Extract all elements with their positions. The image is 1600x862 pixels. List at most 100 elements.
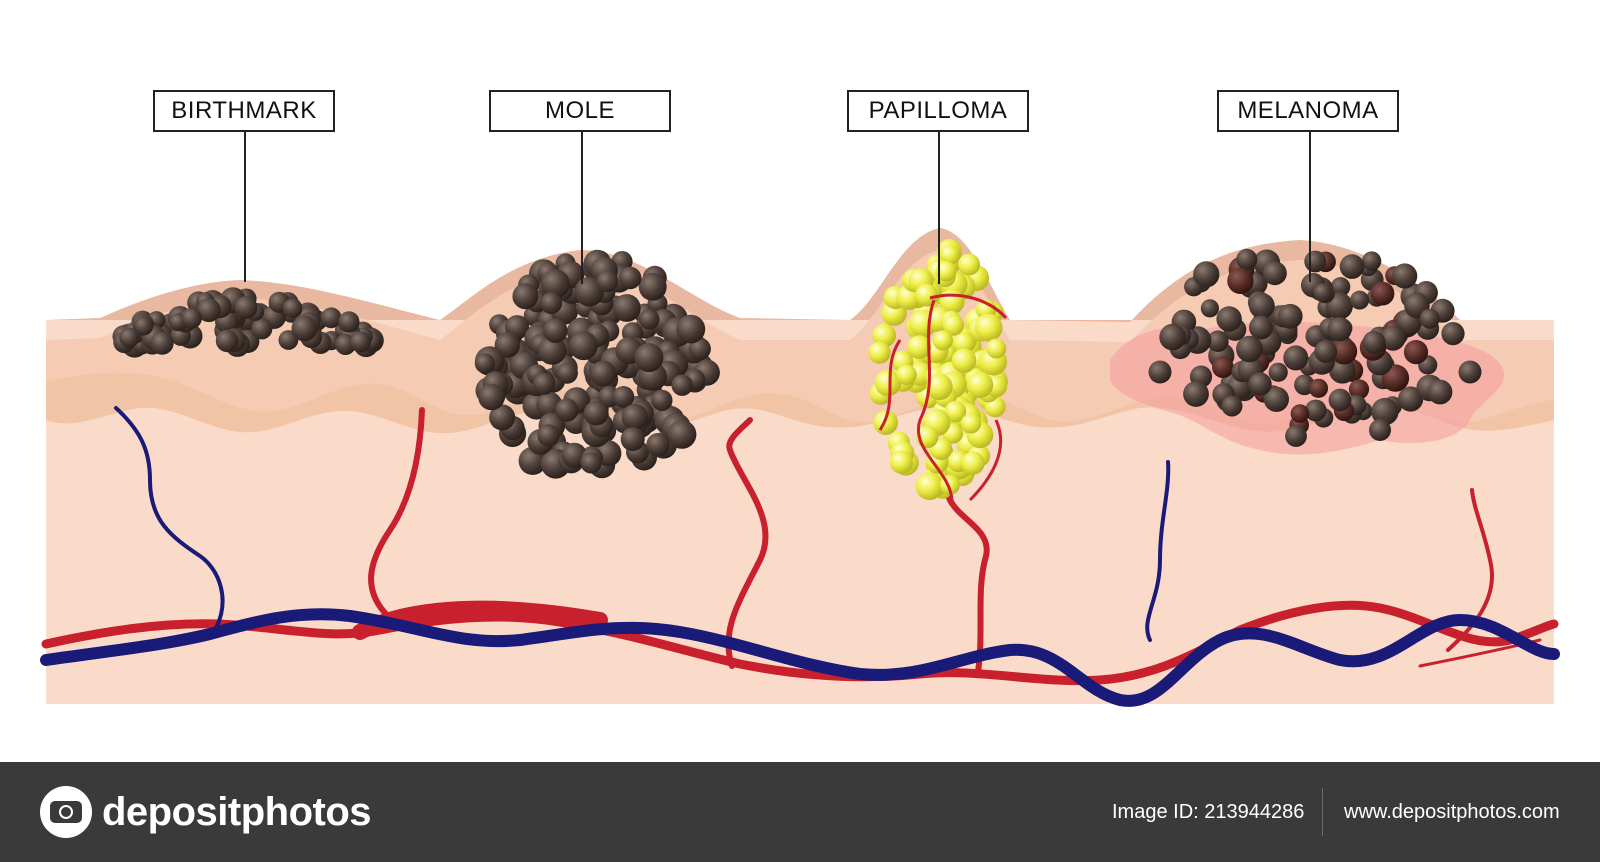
cell	[181, 308, 202, 329]
cell	[215, 329, 239, 353]
cell	[338, 311, 360, 333]
cell	[1249, 315, 1273, 340]
cell	[890, 450, 913, 474]
cell	[1290, 404, 1310, 423]
cell	[1148, 360, 1172, 384]
cell	[915, 472, 944, 501]
artery-branch-1	[368, 407, 425, 621]
footer-divider	[1322, 788, 1323, 836]
cell	[1285, 425, 1307, 447]
cell	[543, 318, 568, 343]
vein-main	[40, 608, 1560, 707]
cell	[291, 315, 318, 342]
cell	[533, 372, 556, 395]
cell	[1328, 388, 1352, 412]
cell	[489, 404, 516, 431]
cell	[638, 309, 660, 330]
cell	[1216, 306, 1242, 332]
site-url-link[interactable]: www.depositphotos.com	[1344, 801, 1560, 823]
cell	[478, 383, 505, 411]
birthmark-cells	[112, 287, 384, 358]
cell	[1327, 317, 1352, 342]
cell	[1350, 290, 1370, 310]
cell	[540, 292, 563, 314]
cell	[926, 373, 953, 401]
cell	[646, 433, 670, 457]
cell	[512, 283, 539, 310]
cell	[939, 244, 961, 265]
cell	[907, 335, 932, 360]
cell	[1398, 386, 1424, 412]
cell	[942, 314, 964, 336]
cell	[590, 360, 616, 387]
cell	[537, 424, 560, 447]
cell	[621, 403, 648, 431]
cell	[651, 389, 673, 411]
cell	[932, 330, 954, 351]
cell	[1330, 338, 1358, 365]
cell	[1339, 254, 1365, 279]
label-melanoma: MELANOMA	[1217, 90, 1399, 132]
melanoma-cells	[1148, 248, 1482, 447]
cell	[1262, 261, 1287, 286]
cell	[540, 269, 570, 299]
cell	[1263, 386, 1289, 412]
leader-lines	[244, 132, 1311, 284]
cell	[986, 338, 1007, 359]
blood-vessels	[40, 406, 1560, 707]
cell	[1380, 325, 1406, 351]
image-id-text: Image ID: 213944286	[1112, 801, 1305, 823]
cell	[1236, 335, 1263, 363]
cell	[555, 398, 579, 422]
cell	[688, 337, 711, 360]
cell	[1227, 267, 1254, 294]
cell	[1369, 419, 1391, 441]
cell	[1248, 372, 1272, 396]
cell	[1249, 293, 1275, 319]
cell	[583, 400, 609, 426]
cell	[1304, 250, 1327, 273]
cell	[872, 323, 897, 348]
skin-lesion-diagram	[40, 132, 1560, 707]
cell	[556, 362, 578, 384]
cell	[1314, 340, 1338, 363]
vein-branch-1	[114, 406, 225, 630]
artery-branch-4	[1446, 488, 1494, 652]
label-papilloma: PAPILLOMA	[847, 90, 1029, 132]
cell	[150, 331, 174, 355]
cell	[1308, 378, 1329, 398]
cell	[596, 270, 619, 293]
cell	[874, 369, 902, 397]
cell	[676, 314, 706, 344]
cell	[1458, 360, 1482, 384]
stock-footer-bar: depositphotos Image ID: 213944286 www.de…	[0, 762, 1600, 862]
cell	[580, 452, 602, 474]
cell	[612, 386, 635, 408]
cell	[966, 371, 994, 399]
cell	[1370, 281, 1395, 306]
cell	[134, 316, 154, 336]
cell	[538, 336, 567, 365]
cell	[667, 420, 697, 449]
cell	[1277, 303, 1303, 329]
cell	[197, 298, 221, 323]
cell	[1330, 277, 1351, 297]
artery-branch-2	[725, 417, 769, 669]
cell	[619, 266, 642, 290]
cell	[634, 343, 664, 373]
cell	[944, 400, 967, 423]
cell	[1361, 251, 1382, 271]
cell	[1304, 399, 1327, 422]
cell	[620, 427, 645, 452]
cell	[1392, 263, 1418, 289]
cell	[119, 327, 140, 348]
cell	[961, 451, 985, 475]
label-birthmark: BIRTHMARK	[153, 90, 335, 132]
cell	[1183, 381, 1209, 407]
cell	[1348, 379, 1370, 400]
cell	[1371, 397, 1399, 426]
cell	[612, 294, 641, 322]
cell	[474, 353, 495, 374]
papilloma-vessels	[878, 293, 1008, 502]
cell	[1236, 248, 1258, 270]
